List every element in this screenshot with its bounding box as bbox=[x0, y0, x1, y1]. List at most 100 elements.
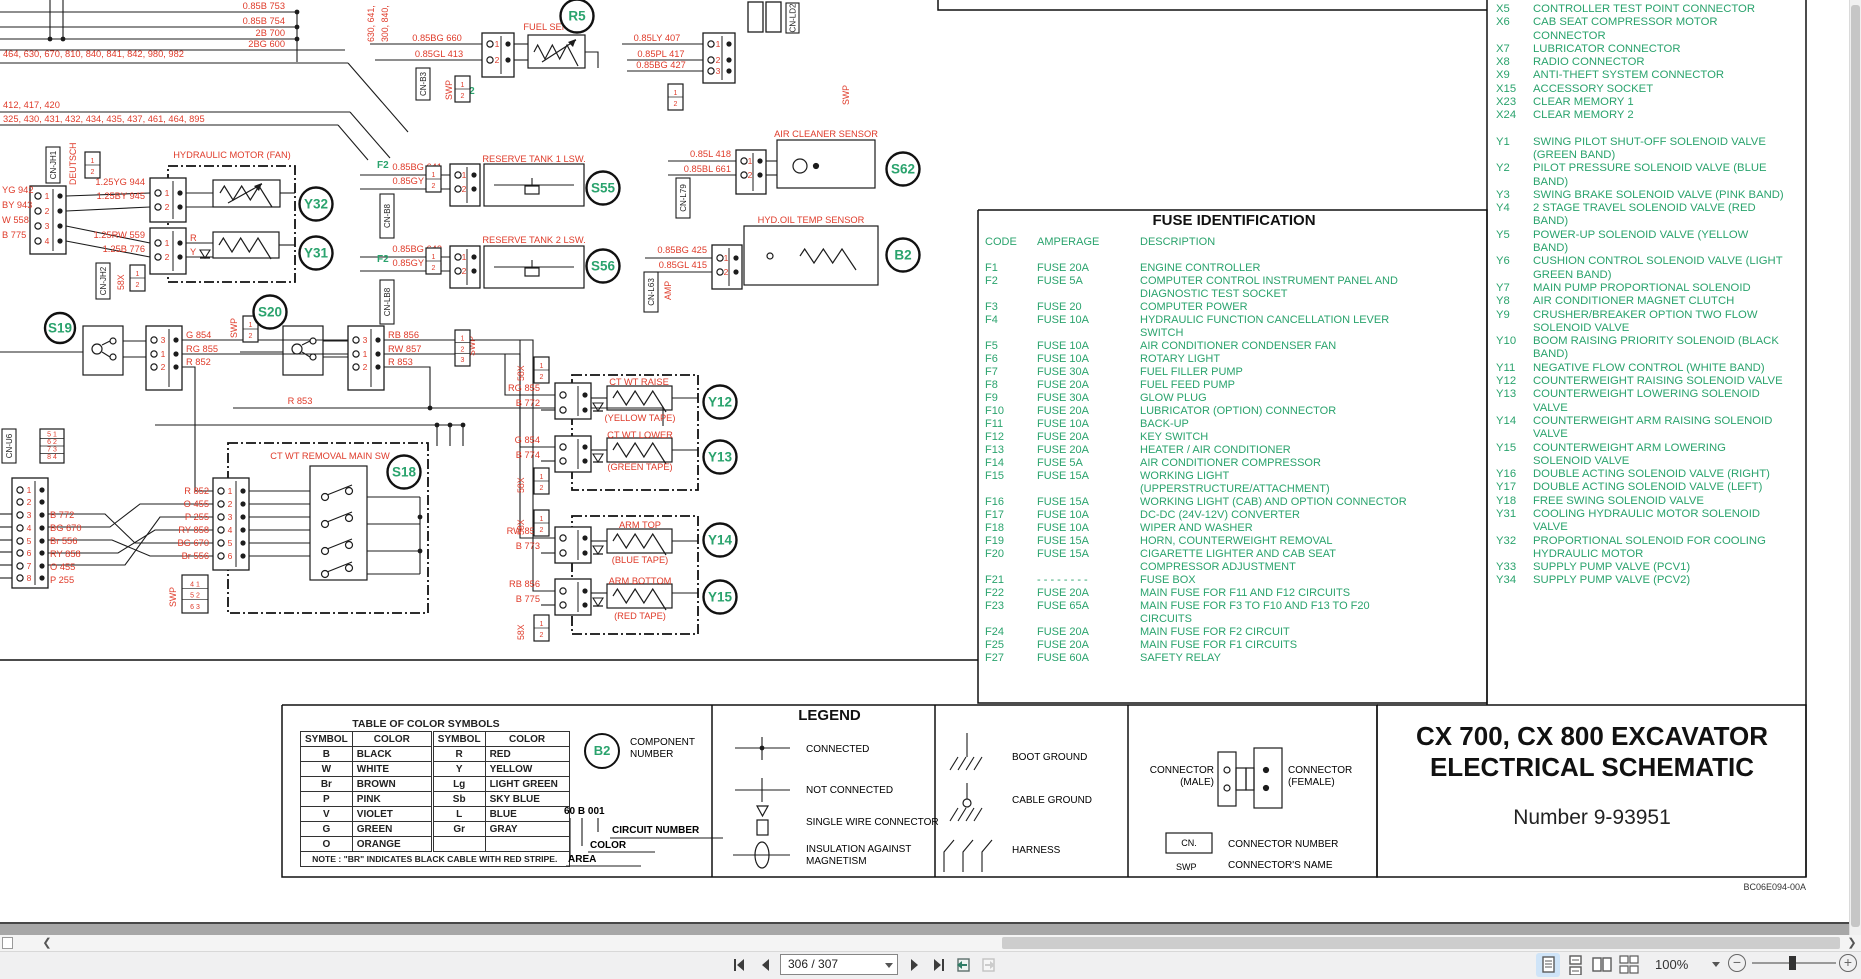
title-block: CX 700, CX 800 EXCAVATORELECTRICAL SCHEM… bbox=[1378, 706, 1806, 877]
svg-text:1: 1 bbox=[495, 39, 500, 49]
svg-text:2: 2 bbox=[674, 101, 678, 108]
svg-text:325, 430, 431, 432, 434, 435,: 325, 430, 431, 432, 434, 435, 437, 461, … bbox=[3, 114, 205, 124]
table-cell: FUSE 20A bbox=[1037, 431, 1140, 444]
svg-text:W 558: W 558 bbox=[2, 215, 29, 225]
last-page-button[interactable] bbox=[928, 955, 950, 975]
table-cell: LIGHT GREEN bbox=[485, 777, 569, 792]
svg-text:1: 1 bbox=[540, 474, 544, 481]
svg-text:RB 856: RB 856 bbox=[388, 330, 419, 340]
svg-text:2: 2 bbox=[724, 267, 729, 277]
next-view-button[interactable] bbox=[978, 955, 1000, 975]
first-page-button[interactable] bbox=[728, 955, 750, 975]
svg-text:2: 2 bbox=[540, 485, 544, 492]
horizontal-scroll-thumb[interactable] bbox=[1002, 937, 1840, 949]
table-cell: W bbox=[301, 762, 353, 777]
svg-text:S56: S56 bbox=[591, 259, 616, 274]
svg-text:0.85B 753: 0.85B 753 bbox=[243, 1, 285, 11]
legend-not-connected-label: NOT CONNECTED bbox=[806, 785, 893, 797]
table-cell: F3 bbox=[985, 301, 1037, 314]
svg-text:4: 4 bbox=[228, 525, 233, 535]
table-row: NOTE : "BR" INDICATES BLACK CABLE WITH R… bbox=[301, 852, 570, 867]
table-cell: FUSE 15A bbox=[1037, 535, 1140, 548]
svg-text:1.25B 776: 1.25B 776 bbox=[103, 244, 145, 254]
table-row: F13FUSE 20AHEATER / AIR CONDITIONER bbox=[985, 444, 1483, 457]
svg-text:2: 2 bbox=[363, 362, 368, 372]
svg-text:1: 1 bbox=[165, 238, 170, 248]
table-cell: F7 bbox=[985, 366, 1037, 379]
page-dropdown-caret-icon[interactable] bbox=[885, 963, 893, 968]
table-row: F22FUSE 20AMAIN FUSE FOR F11 AND F12 CIR… bbox=[985, 587, 1483, 600]
table-cell: PINK bbox=[352, 792, 432, 807]
table-row: F14FUSE 5AAIR CONDITIONER COMPRESSOR bbox=[985, 457, 1483, 470]
previous-page-button[interactable] bbox=[755, 955, 777, 975]
zoom-out-button[interactable]: − bbox=[1728, 954, 1746, 972]
pane-splitter-nub[interactable] bbox=[2, 937, 13, 949]
zoom-level-value[interactable]: 100% bbox=[1655, 957, 1688, 972]
svg-text:1: 1 bbox=[724, 253, 729, 263]
color-table-note: NOTE : "BR" INDICATES BLACK CABLE WITH R… bbox=[301, 852, 570, 867]
component-description: DOUBLE ACTING SOLENOID VALVE (RIGHT) bbox=[1533, 468, 1770, 480]
svg-text:0.85BG 427: 0.85BG 427 bbox=[636, 60, 686, 70]
svg-text:SWP: SWP bbox=[841, 85, 851, 105]
component-code: Y6 bbox=[1496, 255, 1510, 268]
table-cell: Lg bbox=[432, 777, 485, 792]
svg-text:2: 2 bbox=[462, 184, 467, 194]
svg-text:6: 6 bbox=[27, 548, 32, 558]
table-cell: FUSE BOX bbox=[1140, 574, 1483, 587]
component-description: POWER-UP SOLENOID VALVE (YELLOW BAND) bbox=[1533, 229, 1748, 254]
svg-text:B2: B2 bbox=[894, 248, 911, 263]
previous-view-button[interactable] bbox=[952, 955, 974, 975]
facing-layout-button[interactable] bbox=[1590, 953, 1614, 977]
table-cell: BROWN bbox=[352, 777, 432, 792]
table-header: SYMBOL bbox=[432, 732, 485, 747]
page-number-input[interactable]: 306 / 307 bbox=[780, 954, 898, 975]
svg-text:0.85BL 661: 0.85BL 661 bbox=[684, 164, 731, 174]
single-page-layout-button[interactable] bbox=[1536, 953, 1560, 977]
svg-text:2: 2 bbox=[91, 169, 95, 176]
table-cell: RED bbox=[485, 747, 569, 762]
zoom-in-button[interactable]: + bbox=[1839, 954, 1857, 972]
component-code: Y5 bbox=[1496, 229, 1510, 242]
table-cell: P bbox=[301, 792, 353, 807]
svg-text:3: 3 bbox=[27, 510, 32, 520]
svg-text:HYD.OIL TEMP SENSOR: HYD.OIL TEMP SENSOR bbox=[758, 215, 865, 225]
svg-text:1: 1 bbox=[748, 156, 753, 166]
table-cell: F22 bbox=[985, 587, 1037, 600]
zoom-slider-thumb[interactable] bbox=[1789, 956, 1796, 970]
table-row: F20FUSE 15ACIGARETTE LIGHTER AND CAB SEA… bbox=[985, 548, 1483, 574]
table-row: F17FUSE 10ADC-DC (24V-12V) CONVERTER bbox=[985, 509, 1483, 522]
connectors-name-label: CONNECTOR'S NAME bbox=[1228, 860, 1333, 872]
svg-text:2: 2 bbox=[228, 499, 233, 509]
continuous-facing-layout-button[interactable] bbox=[1617, 953, 1641, 977]
svg-text:B 772: B 772 bbox=[50, 510, 74, 520]
svg-text:Y: Y bbox=[190, 247, 196, 257]
svg-text:Y15: Y15 bbox=[708, 590, 733, 605]
legend-connector-male-label: CONNECTOR (MALE) bbox=[1140, 765, 1214, 789]
svg-text:7: 7 bbox=[27, 561, 32, 571]
table-row: PPINKSbSKY BLUE bbox=[301, 792, 570, 807]
table-row: F12FUSE 20AKEY SWITCH bbox=[985, 431, 1483, 444]
component-description: FREE SWING SOLENOID VALVE bbox=[1533, 495, 1704, 507]
table-cell: FUSE 20A bbox=[1037, 587, 1140, 600]
next-page-button[interactable] bbox=[903, 955, 925, 975]
table-cell: BACK-UP bbox=[1140, 418, 1483, 431]
component-index-list: X5CONTROLLER TEST POINT CONNECTORX6CAB S… bbox=[1494, 3, 1810, 588]
continuous-layout-button[interactable] bbox=[1563, 953, 1587, 977]
svg-text:1: 1 bbox=[161, 349, 166, 359]
vertical-scroll-thumb[interactable] bbox=[1851, 5, 1860, 927]
svg-text:2: 2 bbox=[462, 266, 467, 276]
component-description: CAB SEAT COMPRESSOR MOTOR CONNECTOR bbox=[1533, 16, 1718, 41]
svg-text:4: 4 bbox=[27, 523, 32, 533]
component-description: PROPORTIONAL SOLENOID FOR COOLING HYDRAU… bbox=[1533, 535, 1766, 560]
table-cell: F24 bbox=[985, 626, 1037, 639]
component-description: SWING BRAKE SOLENOID VALVE (PINK BAND) bbox=[1533, 189, 1784, 201]
table-cell bbox=[485, 837, 569, 852]
list-item: Y5 POWER-UP SOLENOID VALVE (YELLOW BAND) bbox=[1494, 229, 1810, 256]
component-description: CRU­SHER/BREAKER OPTION TWO FLOW SOLENOI… bbox=[1533, 309, 1758, 334]
table-row: F16FUSE 15AWORKING LIGHT (CAB) AND OPTIO… bbox=[985, 496, 1483, 509]
scroll-right-icon[interactable]: ❯ bbox=[1845, 936, 1859, 950]
list-item: Y16DOUBLE ACTING SOLENOID VALVE (RIGHT) bbox=[1494, 468, 1810, 481]
scroll-left-icon[interactable]: ❮ bbox=[40, 936, 54, 950]
zoom-dropdown-caret-icon[interactable] bbox=[1712, 962, 1720, 967]
table-cell: COMPUTER POWER bbox=[1140, 301, 1483, 314]
